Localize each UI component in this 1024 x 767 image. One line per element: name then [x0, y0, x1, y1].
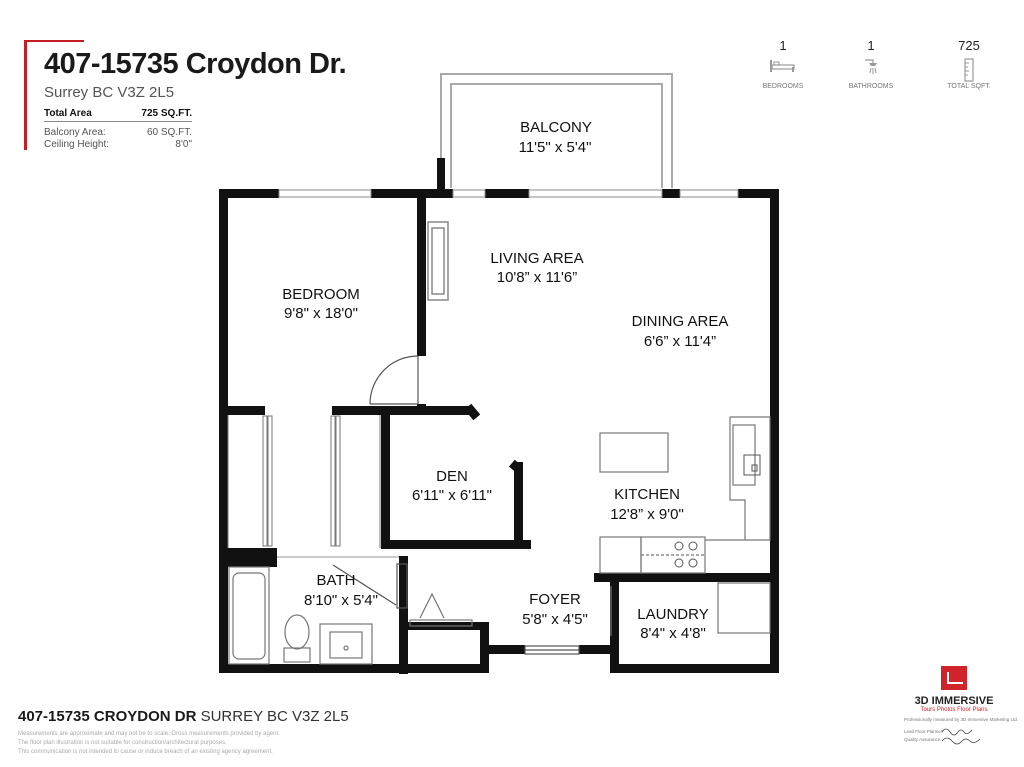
total-area-row: Total Area 725 SQ.FT.: [44, 108, 192, 119]
bath-door: [277, 556, 408, 609]
balcony-size: 11'5" x 5'4": [519, 139, 592, 156]
kitchen-counters: [599, 416, 771, 574]
brand-tagline: Tours Photos Floor Plans: [920, 707, 988, 713]
foyer-name: FOYER: [529, 591, 581, 608]
total-sqft-stat: 725 TOTAL SQFT.: [934, 38, 1004, 90]
total-sqft-count: 725: [958, 38, 980, 53]
shower-icon: [836, 58, 906, 81]
balcony-area-value: 60 SQ.FT.: [146, 127, 192, 138]
listing-subtitle: Surrey BC V3Z 2L5: [44, 84, 175, 101]
fireplace: [427, 221, 449, 301]
kitchen-name: KITCHEN: [614, 486, 680, 503]
bedrooms-caption: BEDROOMS: [762, 83, 804, 90]
header-accent-line: [24, 40, 84, 42]
footer-address-street: 407-15735 CROYDON DR: [18, 708, 197, 725]
disclaimer-line-1: Measurements are approximate and may not…: [18, 731, 280, 737]
dining-name: DINING AREA: [632, 313, 729, 330]
bathrooms-stat: 1 BATHROOMS: [836, 38, 906, 90]
foyer-closet: [409, 592, 473, 627]
bath-name: BATH: [317, 572, 356, 589]
laundry-name: LAUNDRY: [637, 606, 708, 623]
vanity-icon: [319, 623, 373, 665]
balcony-outline: [440, 73, 673, 188]
disclaimer-line-3: This communication is not intended to ca…: [18, 749, 273, 755]
bed-icon: [748, 58, 818, 79]
credit-measured: Professionally measured by 3D Immersive …: [904, 717, 1019, 722]
laundry-cabinet: [610, 582, 771, 636]
cooktop-icon: [674, 541, 698, 568]
balcony-area-label: Balcony Area:: [44, 127, 106, 138]
footer-address: 407-15735 CROYDON DR SURREY BC V3Z 2L5: [18, 708, 349, 725]
living-size: 10'8” x 11'6”: [497, 269, 578, 286]
brand-name: 3D IMMERSIVE: [914, 695, 994, 707]
footer-address-city: SURREY BC V3Z 2L5: [196, 708, 349, 725]
exterior-walls: [219, 189, 779, 673]
interior-walls: [219, 196, 779, 674]
total-sqft-caption: TOTAL SQFT.: [947, 83, 991, 90]
bedrooms-stat: 1 BEDROOMS: [748, 38, 818, 90]
signature-icon: [941, 728, 981, 745]
toilet-icon: [283, 614, 311, 663]
disclaimer-line-2: The floor plan illustration is not suita…: [18, 740, 227, 746]
balcony-area-row: Balcony Area: 60 SQ.FT.: [44, 127, 192, 138]
total-area-value: 725 SQ.FT.: [141, 108, 192, 119]
living-name: LIVING AREA: [490, 250, 583, 267]
brand-logo-icon: [941, 666, 967, 690]
credit-planner: Lead Floor Planner:: [904, 729, 944, 734]
bedrooms-count: 1: [779, 38, 787, 53]
balcony-name: BALCONY: [520, 119, 592, 136]
windows: [278, 189, 739, 198]
bathrooms-count: 1: [867, 38, 875, 53]
header-divider: [44, 121, 192, 122]
listing-title: 407-15735 Croydon Dr.: [44, 48, 347, 80]
total-area-label: Total Area: [44, 108, 92, 119]
laundry-size: 8'4" x 4'8": [640, 625, 706, 642]
ruler-icon: [934, 58, 1004, 87]
balcony-post: [437, 158, 445, 190]
closet-doors: [227, 415, 381, 548]
entry-door: [524, 645, 580, 655]
ceiling-height-label: Ceiling Height:: [44, 139, 110, 150]
bathtub-icon: [228, 566, 270, 665]
kitchen-size: 12'8” x 9'0": [610, 506, 684, 523]
bedroom-name: BEDROOM: [282, 286, 360, 303]
den-size: 6'11" x 6'11": [412, 487, 492, 504]
den-name: DEN: [436, 468, 468, 485]
bedroom-size: 9'8" x 18'0": [284, 305, 358, 322]
credit-qa: Quality Assurance:: [904, 737, 942, 742]
bath-size: 8'10" x 5'4": [304, 592, 378, 609]
bedroom-door: [369, 355, 419, 405]
sink-icon: [743, 454, 761, 476]
foyer-size: 5'8" x 4'5": [522, 611, 588, 628]
header-accent-bar: [24, 40, 27, 150]
bathrooms-caption: BATHROOMS: [848, 83, 894, 90]
dining-size: 6'6” x 11'4”: [644, 333, 716, 350]
ceiling-height-row: Ceiling Height: 8'0": [44, 139, 192, 150]
ceiling-height-value: 8'0": [175, 139, 192, 150]
